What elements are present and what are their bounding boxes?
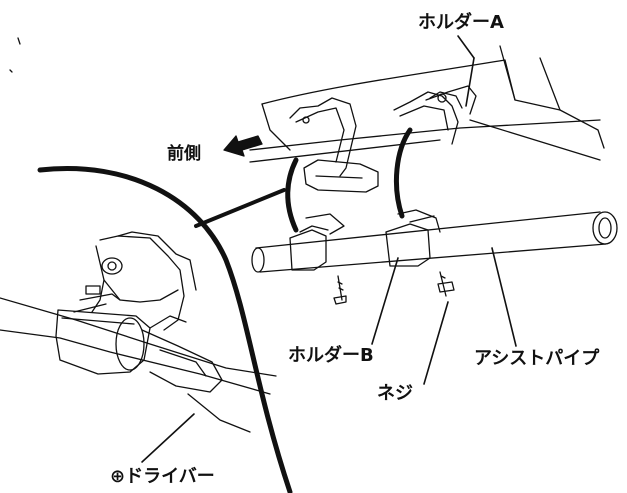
screws <box>333 271 455 305</box>
callout-lines <box>141 35 517 463</box>
label-holder-b: ホルダーB <box>288 345 374 366</box>
detail-view <box>0 231 277 433</box>
label-screw: ネジ <box>377 383 413 404</box>
front-arrow-icon <box>223 135 263 157</box>
assist-pipe <box>251 211 618 273</box>
detail-circle-boundary <box>37 166 293 493</box>
detail-leader <box>194 188 286 228</box>
vehicle-body-outline <box>9 37 605 163</box>
strap-right <box>393 127 413 219</box>
holder-a-bracket <box>289 85 477 193</box>
label-holder-a: ホルダーA <box>418 12 504 33</box>
label-assist-pipe: アシストパイプ <box>474 348 600 369</box>
label-front-side: 前側 <box>167 144 201 164</box>
label-phillips-driver: ⊕ドライバー <box>110 466 215 487</box>
holder-b-clamps <box>289 209 441 271</box>
strap-left <box>285 157 299 233</box>
